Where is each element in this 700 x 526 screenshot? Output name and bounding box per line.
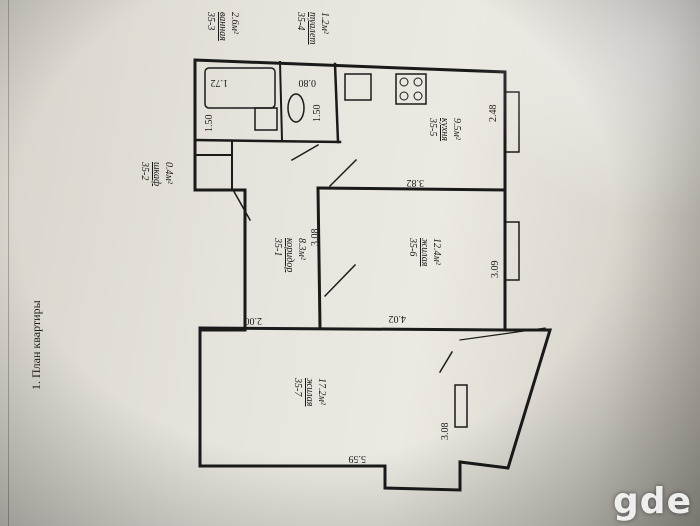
room-code: 35-5 [427,117,438,136]
dimension-label: 3.08 [440,423,451,441]
room-code: 35-7 [292,377,303,397]
room-code: 35-1 [272,237,283,256]
dimension-label: 1.50 [312,105,323,123]
stove [395,73,427,105]
room-area: 0.4м² [163,162,174,185]
room-name: коридор [284,238,295,272]
room-code: 35-6 [407,237,418,256]
dimension-label: 3.82 [407,177,425,188]
bath-sink [254,107,278,131]
balcony-rail [459,327,546,341]
dimension-label: 3.08 [310,229,321,247]
burner [413,77,423,87]
burner [399,77,409,87]
room-name: ванная [217,12,228,41]
room-area: 1.2м² [319,12,330,35]
dimension-label: 5.59 [349,453,367,464]
dimension-label: 1.72 [211,77,229,88]
door-closet [230,186,252,222]
room-code: 35-4 [295,11,306,30]
wall-wc-kitchen [333,62,340,144]
wall-bath-wc [278,60,284,142]
room-name: туалет [307,12,318,45]
room-area: 17.2м² [316,378,327,406]
room-name: шкаф [151,162,162,186]
door-room7 [438,350,454,374]
room-area: 2.6м² [229,12,240,35]
wall-corridor-room6 [316,186,322,330]
burner [399,91,409,101]
door-bath [290,143,320,162]
dimension-label: 3.09 [490,261,501,279]
room-area: 12.4м² [431,238,442,266]
toilet [287,93,305,123]
dimension-label: 1.50 [204,115,215,133]
watermark-logo: gde [613,481,692,522]
room-name: жилая [304,378,315,407]
dimension-label: 4.02 [389,313,407,324]
window-kitchen [504,91,520,153]
room-area: 8.3м² [296,238,307,261]
dimension-label: 2.48 [488,105,499,123]
door-room6 [323,263,357,298]
window-room-7 [454,384,468,428]
dimension-label: 2.00 [245,315,263,326]
outer-wall [193,58,553,492]
wall-room6-room7 [198,326,507,332]
room-code: 35-3 [205,11,216,30]
bathtub [204,67,276,109]
room-name: жилая [419,238,430,267]
burner [413,91,423,101]
room-name: кухня [439,118,450,141]
wall-bath-corridor [193,138,342,144]
window-room-6 [504,221,520,281]
room-area: 9.5м² [451,118,462,141]
margin-line [8,0,9,526]
page-heading: 1. План квартиры [29,300,43,390]
kitchen-sink [344,73,372,101]
dimension-label: 0.80 [299,77,317,88]
door-kitchen [328,158,358,188]
room-code: 35-2 [139,161,150,180]
